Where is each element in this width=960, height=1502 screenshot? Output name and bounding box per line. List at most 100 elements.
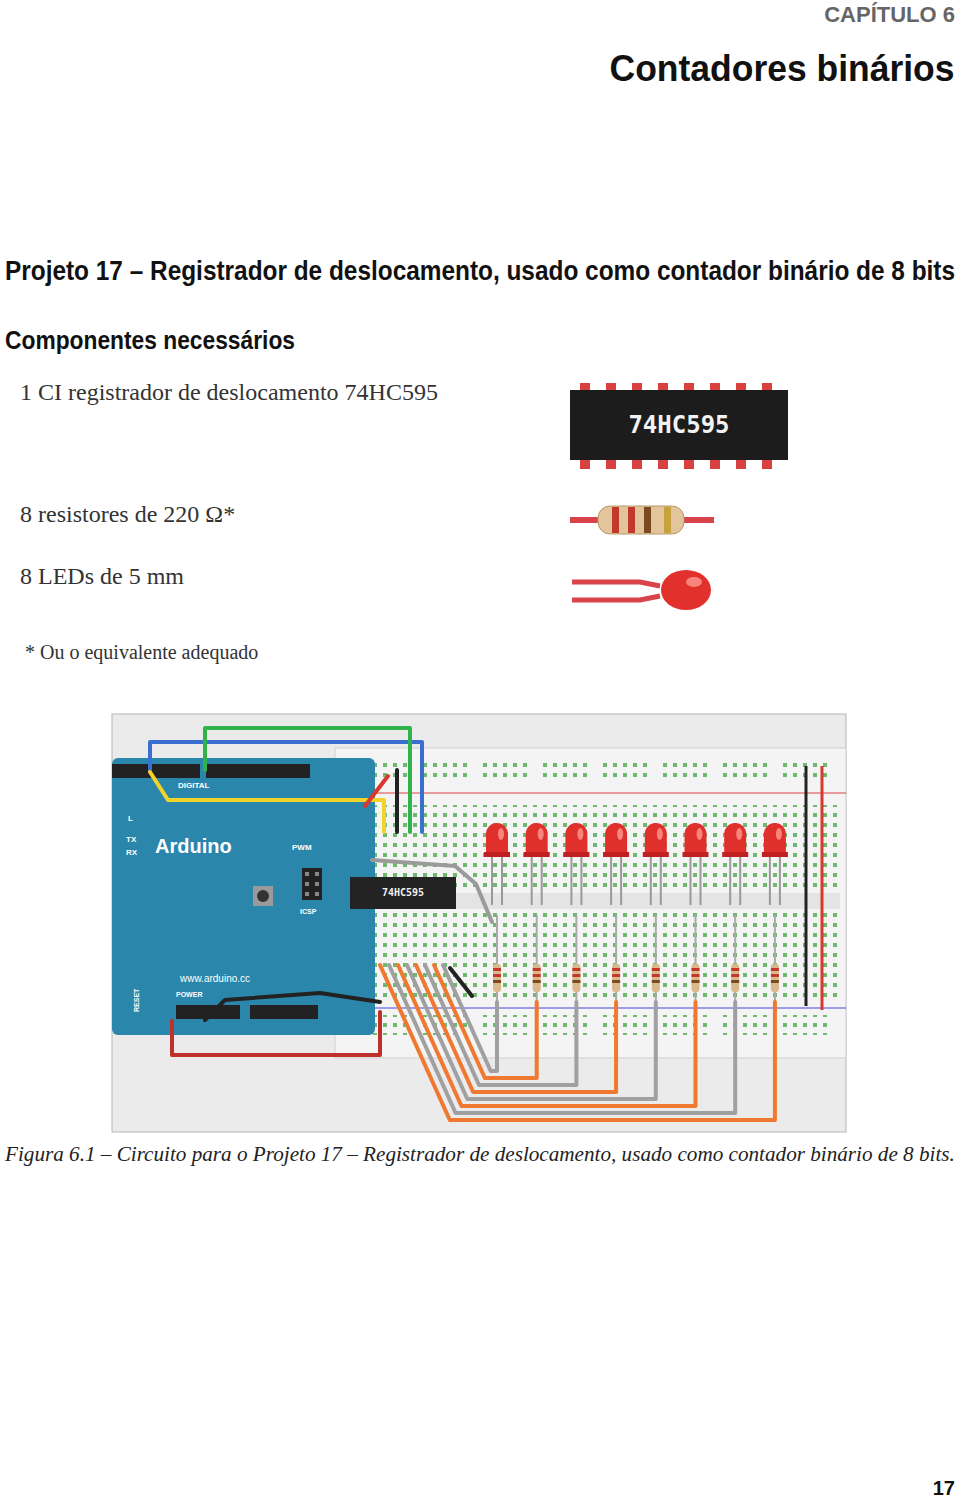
section-heading: Componentes necessários: [5, 325, 295, 355]
resistor-band: [572, 980, 580, 983]
power-rail-holes: [483, 763, 533, 783]
led-leg: [610, 850, 612, 905]
led-leg: [501, 850, 503, 905]
jumper-wire: [416, 965, 616, 1092]
resistor-band: [533, 974, 541, 977]
led-highlight: [686, 577, 702, 587]
led-highlight: [498, 828, 504, 840]
led-rim: [762, 852, 788, 857]
ic-pin: [762, 460, 772, 469]
led-symbol: [605, 823, 627, 856]
led-symbol: [565, 823, 587, 856]
led-symbol: [645, 823, 667, 856]
resistor-band: [652, 968, 660, 971]
led-highlight: [697, 828, 703, 840]
power-rail-holes: [543, 1015, 593, 1035]
resistor-band: [731, 974, 739, 977]
led-highlight: [577, 828, 583, 840]
resistor-band: [644, 507, 651, 533]
jumper-wire: [425, 965, 576, 1085]
jumper-wire: [389, 965, 735, 1113]
power-rail-holes: [783, 1015, 833, 1035]
power-rail-holes: [663, 1015, 713, 1035]
jumper-wire: [205, 728, 410, 832]
led-leg: [580, 850, 582, 905]
jumper-wire: [407, 965, 656, 1099]
resistor-symbol: [612, 964, 620, 992]
led-symbol: [685, 823, 707, 856]
power-rail-holes: [543, 763, 593, 783]
resistor-band: [493, 974, 501, 977]
board-label: POWER: [176, 991, 202, 999]
resistor-band: [771, 974, 779, 977]
power-rail-holes: [483, 1015, 533, 1035]
node-text: 74HC595: [628, 411, 729, 440]
resistor-band: [612, 974, 620, 977]
ic-pin: [632, 460, 642, 469]
part-list-item: 1 CI registrador de deslocamento 74HC595: [20, 378, 438, 407]
illustration-frame: [112, 714, 846, 1132]
pin-header: [112, 764, 200, 778]
resistor-band: [572, 974, 580, 977]
resistor-band: [771, 968, 779, 971]
icsp-pin: [315, 892, 319, 896]
breadboard-illustration: [112, 714, 846, 1132]
led-leg: [541, 850, 543, 905]
jumper-wire: [380, 965, 775, 1120]
board-label: DIGITAL: [178, 781, 209, 791]
resistor-band: [612, 980, 620, 983]
resistor-band: [692, 974, 700, 977]
reset-button: [253, 886, 273, 906]
project-title: Projeto 17 – Registrador de deslocamento…: [5, 255, 955, 287]
resistor-band: [731, 980, 739, 983]
led-highlight: [736, 828, 742, 840]
resistor-band: [652, 980, 660, 983]
jumper-wire: [150, 772, 384, 832]
footnote: * Ou o equivalente adequado: [25, 640, 258, 664]
power-rail-holes: [423, 763, 473, 783]
led-leg: [570, 850, 572, 905]
power-rail-holes: [603, 1015, 653, 1035]
led-rim: [484, 852, 510, 857]
pin-label: RX: [126, 848, 137, 858]
led-leg: [531, 850, 533, 905]
icsp-pin: [305, 872, 309, 876]
pin-header: [250, 1005, 318, 1019]
led-symbol: [724, 823, 746, 856]
jumper-wire: [434, 965, 537, 1078]
resistor-symbol: [598, 506, 684, 534]
board-label: RESET: [133, 989, 141, 1012]
ic-pin: [684, 460, 694, 469]
ic-pin: [606, 460, 616, 469]
chapter-number: CAPÍTULO 6: [824, 2, 955, 28]
power-rail-holes: [723, 763, 773, 783]
rail-line: [340, 793, 846, 794]
power-rail-holes: [783, 763, 833, 783]
resistor-band: [493, 968, 501, 971]
resistor-band: [692, 980, 700, 983]
chapter-title: Contadores binários: [610, 46, 955, 91]
ic-pin: [658, 460, 668, 469]
led-symbol: [526, 823, 548, 856]
led-leg: [779, 850, 781, 905]
icsp-header: [302, 868, 322, 900]
jumper-wire: [172, 1012, 380, 1055]
ic-chip: 74HC595: [570, 390, 788, 460]
led-leg: [650, 850, 652, 905]
led-leg: [660, 850, 662, 905]
resistor-band: [652, 974, 660, 977]
resistor-symbol: [493, 964, 501, 992]
resistor-symbol: [572, 964, 580, 992]
led-rim: [683, 852, 709, 857]
reset-button: [257, 890, 269, 902]
led-symbol: [661, 570, 711, 610]
resistor-band: [731, 968, 739, 971]
ic-chip: 74HC595: [350, 877, 456, 909]
resistor-symbol: [652, 964, 660, 992]
node-text: 74HC595: [382, 887, 424, 899]
resistor-band: [572, 968, 580, 971]
resistor-symbol: [533, 964, 541, 992]
led-symbol: [764, 823, 786, 856]
ic-pin: [710, 460, 720, 469]
